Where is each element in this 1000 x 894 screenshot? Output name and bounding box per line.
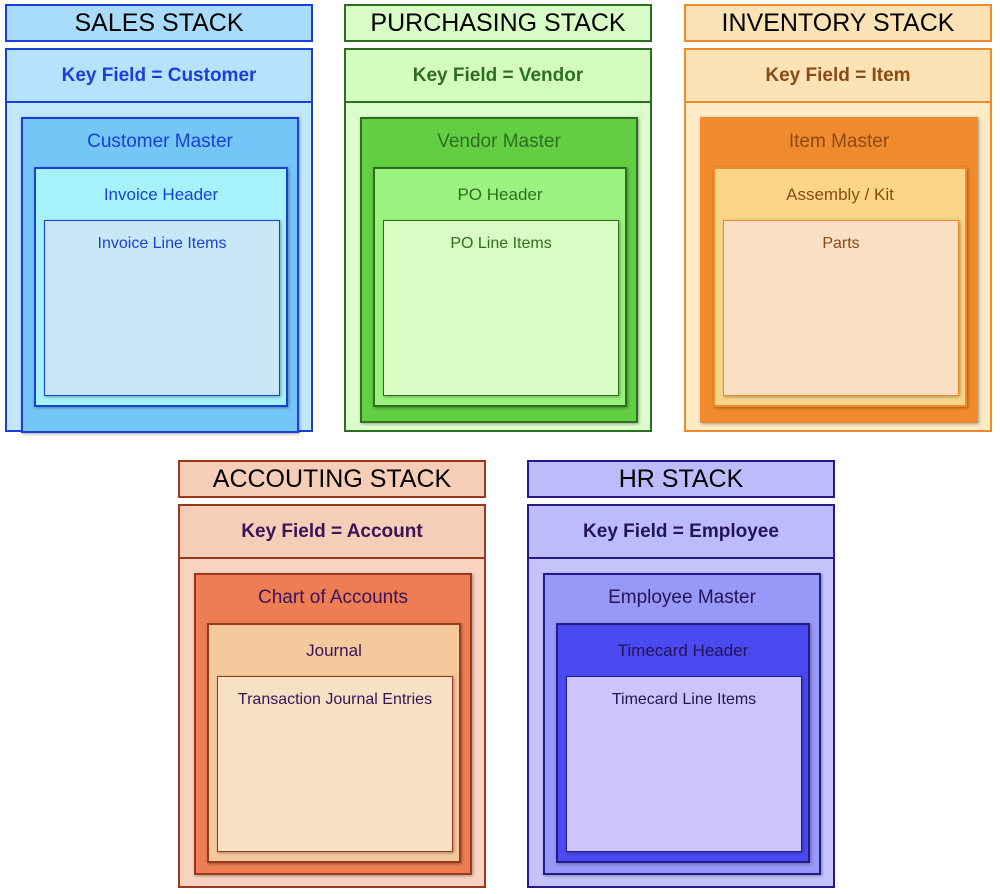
chart-of-accounts-box: Chart of Accounts Journal Transaction Jo… [194,573,472,875]
journal-box: Journal Transaction Journal Entries [207,623,461,863]
purchasing-stack: PURCHASING STACK Key Field = Vendor Vend… [344,4,652,432]
chart-of-accounts-label: Chart of Accounts [258,587,408,608]
parts-box: Parts [723,220,959,396]
customer-master-box: Customer Master Invoice Header Invoice L… [21,117,299,433]
po-line-items-label: PO Line Items [450,235,552,252]
po-line-items-box: PO Line Items [383,220,619,396]
transaction-journal-entries-box: Transaction Journal Entries [217,676,453,852]
timecard-line-items-label: Timecard Line Items [611,691,757,708]
accounting-stack: ACCOUTING STACK Key Field = Account Char… [178,460,486,888]
sales-stack: SALES STACK Key Field = Customer Custome… [5,4,313,433]
hr-stack-title: HR STACK [527,460,835,498]
inventory-stack-title: INVENTORY STACK [684,4,992,42]
inventory-stack-body: Key Field = Item Item Master Assembly / … [684,48,992,432]
accounting-key-field: Key Field = Account [180,506,484,559]
inventory-stack: INVENTORY STACK Key Field = Item Item Ma… [684,4,992,432]
purchasing-key-field: Key Field = Vendor [346,50,650,103]
transaction-journal-entries-label: Transaction Journal Entries [237,691,433,708]
invoice-header-box: Invoice Header Invoice Line Items [34,167,288,407]
parts-label: Parts [822,235,860,252]
customer-master-label: Customer Master [87,131,233,152]
item-master-box: Item Master Assembly / Kit Parts [700,117,978,423]
accounting-stack-body: Key Field = Account Chart of Accounts Jo… [178,504,486,888]
assembly-kit-box: Assembly / Kit Parts [713,167,967,407]
sales-stack-body: Key Field = Customer Customer Master Inv… [5,48,313,433]
assembly-kit-label: Assembly / Kit [786,185,894,204]
invoice-line-items-box: Invoice Line Items [44,220,280,396]
invoice-line-items-label: Invoice Line Items [97,235,227,252]
purchasing-stack-body: Key Field = Vendor Vendor Master PO Head… [344,48,652,432]
hr-stack-body: Key Field = Employee Employee Master Tim… [527,504,835,888]
employee-master-box: Employee Master Timecard Header Timecard… [543,573,821,875]
journal-label: Journal [306,641,362,660]
vendor-master-box: Vendor Master PO Header PO Line Items [360,117,638,423]
po-header-label: PO Header [457,185,543,204]
timecard-line-items-box: Timecard Line Items [566,676,802,852]
po-header-box: PO Header PO Line Items [373,167,627,407]
employee-master-label: Employee Master [608,587,756,608]
purchasing-stack-title: PURCHASING STACK [344,4,652,42]
timecard-header-box: Timecard Header Timecard Line Items [556,623,810,863]
hr-stack: HR STACK Key Field = Employee Employee M… [527,460,835,888]
vendor-master-label: Vendor Master [437,131,561,152]
hr-key-field: Key Field = Employee [529,506,833,559]
timecard-header-label: Timecard Header [617,641,749,660]
accounting-stack-title: ACCOUTING STACK [178,460,486,498]
item-master-label: Item Master [788,131,890,152]
inventory-key-field: Key Field = Item [686,50,990,103]
sales-stack-title: SALES STACK [5,4,313,42]
sales-key-field: Key Field = Customer [7,50,311,103]
invoice-header-label: Invoice Header [103,185,219,204]
